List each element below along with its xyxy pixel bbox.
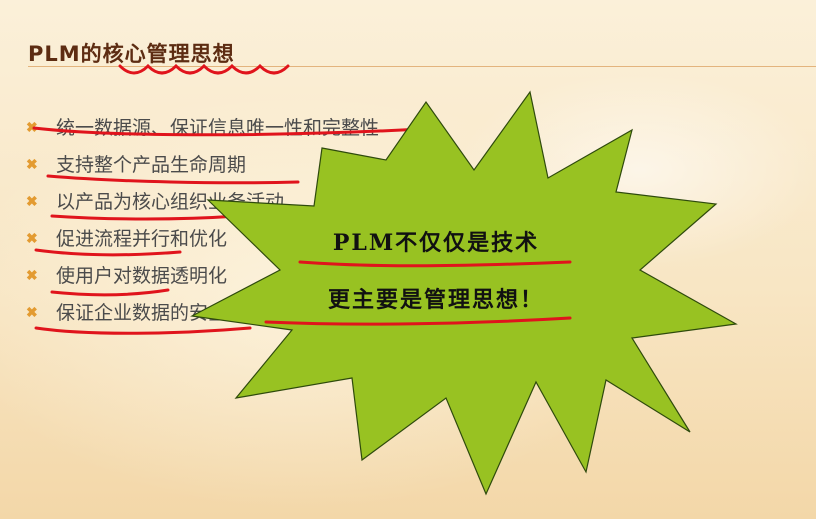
x-bullet-icon: ✖ [26,268,38,284]
bullet-text: 促进流程并行和优化 [56,228,228,250]
slide-title: PLM的核心管理思想 [28,42,235,66]
x-bullet-icon: ✖ [26,231,38,247]
bullet-item: ✖ 保证企业数据的安全 [22,295,379,332]
x-bullet-icon: ✖ [26,305,38,321]
callout-line-1: PLM不仅仅是技术 [332,230,540,256]
bullet-item: ✖ 使用户对数据透明化 [22,258,379,295]
callout-line-2: 更主要是管理思想！ [327,287,544,313]
bullet-text: 保证企业数据的安全 [56,302,228,324]
x-bullet-icon: ✖ [26,120,38,136]
bullet-item: ✖ 促进流程并行和优化 [22,221,379,258]
x-bullet-icon: ✖ [26,194,38,210]
starburst-shape [190,90,738,496]
bullet-text: 支持整个产品生命周期 [56,154,247,176]
bullet-item: ✖ 支持整个产品生命周期 [22,147,379,184]
title-divider [28,66,816,67]
underline-callout-2 [264,316,572,326]
x-bullet-icon: ✖ [26,157,38,173]
bullet-text: 使用户对数据透明化 [56,265,228,287]
underline-callout-1 [298,260,572,268]
